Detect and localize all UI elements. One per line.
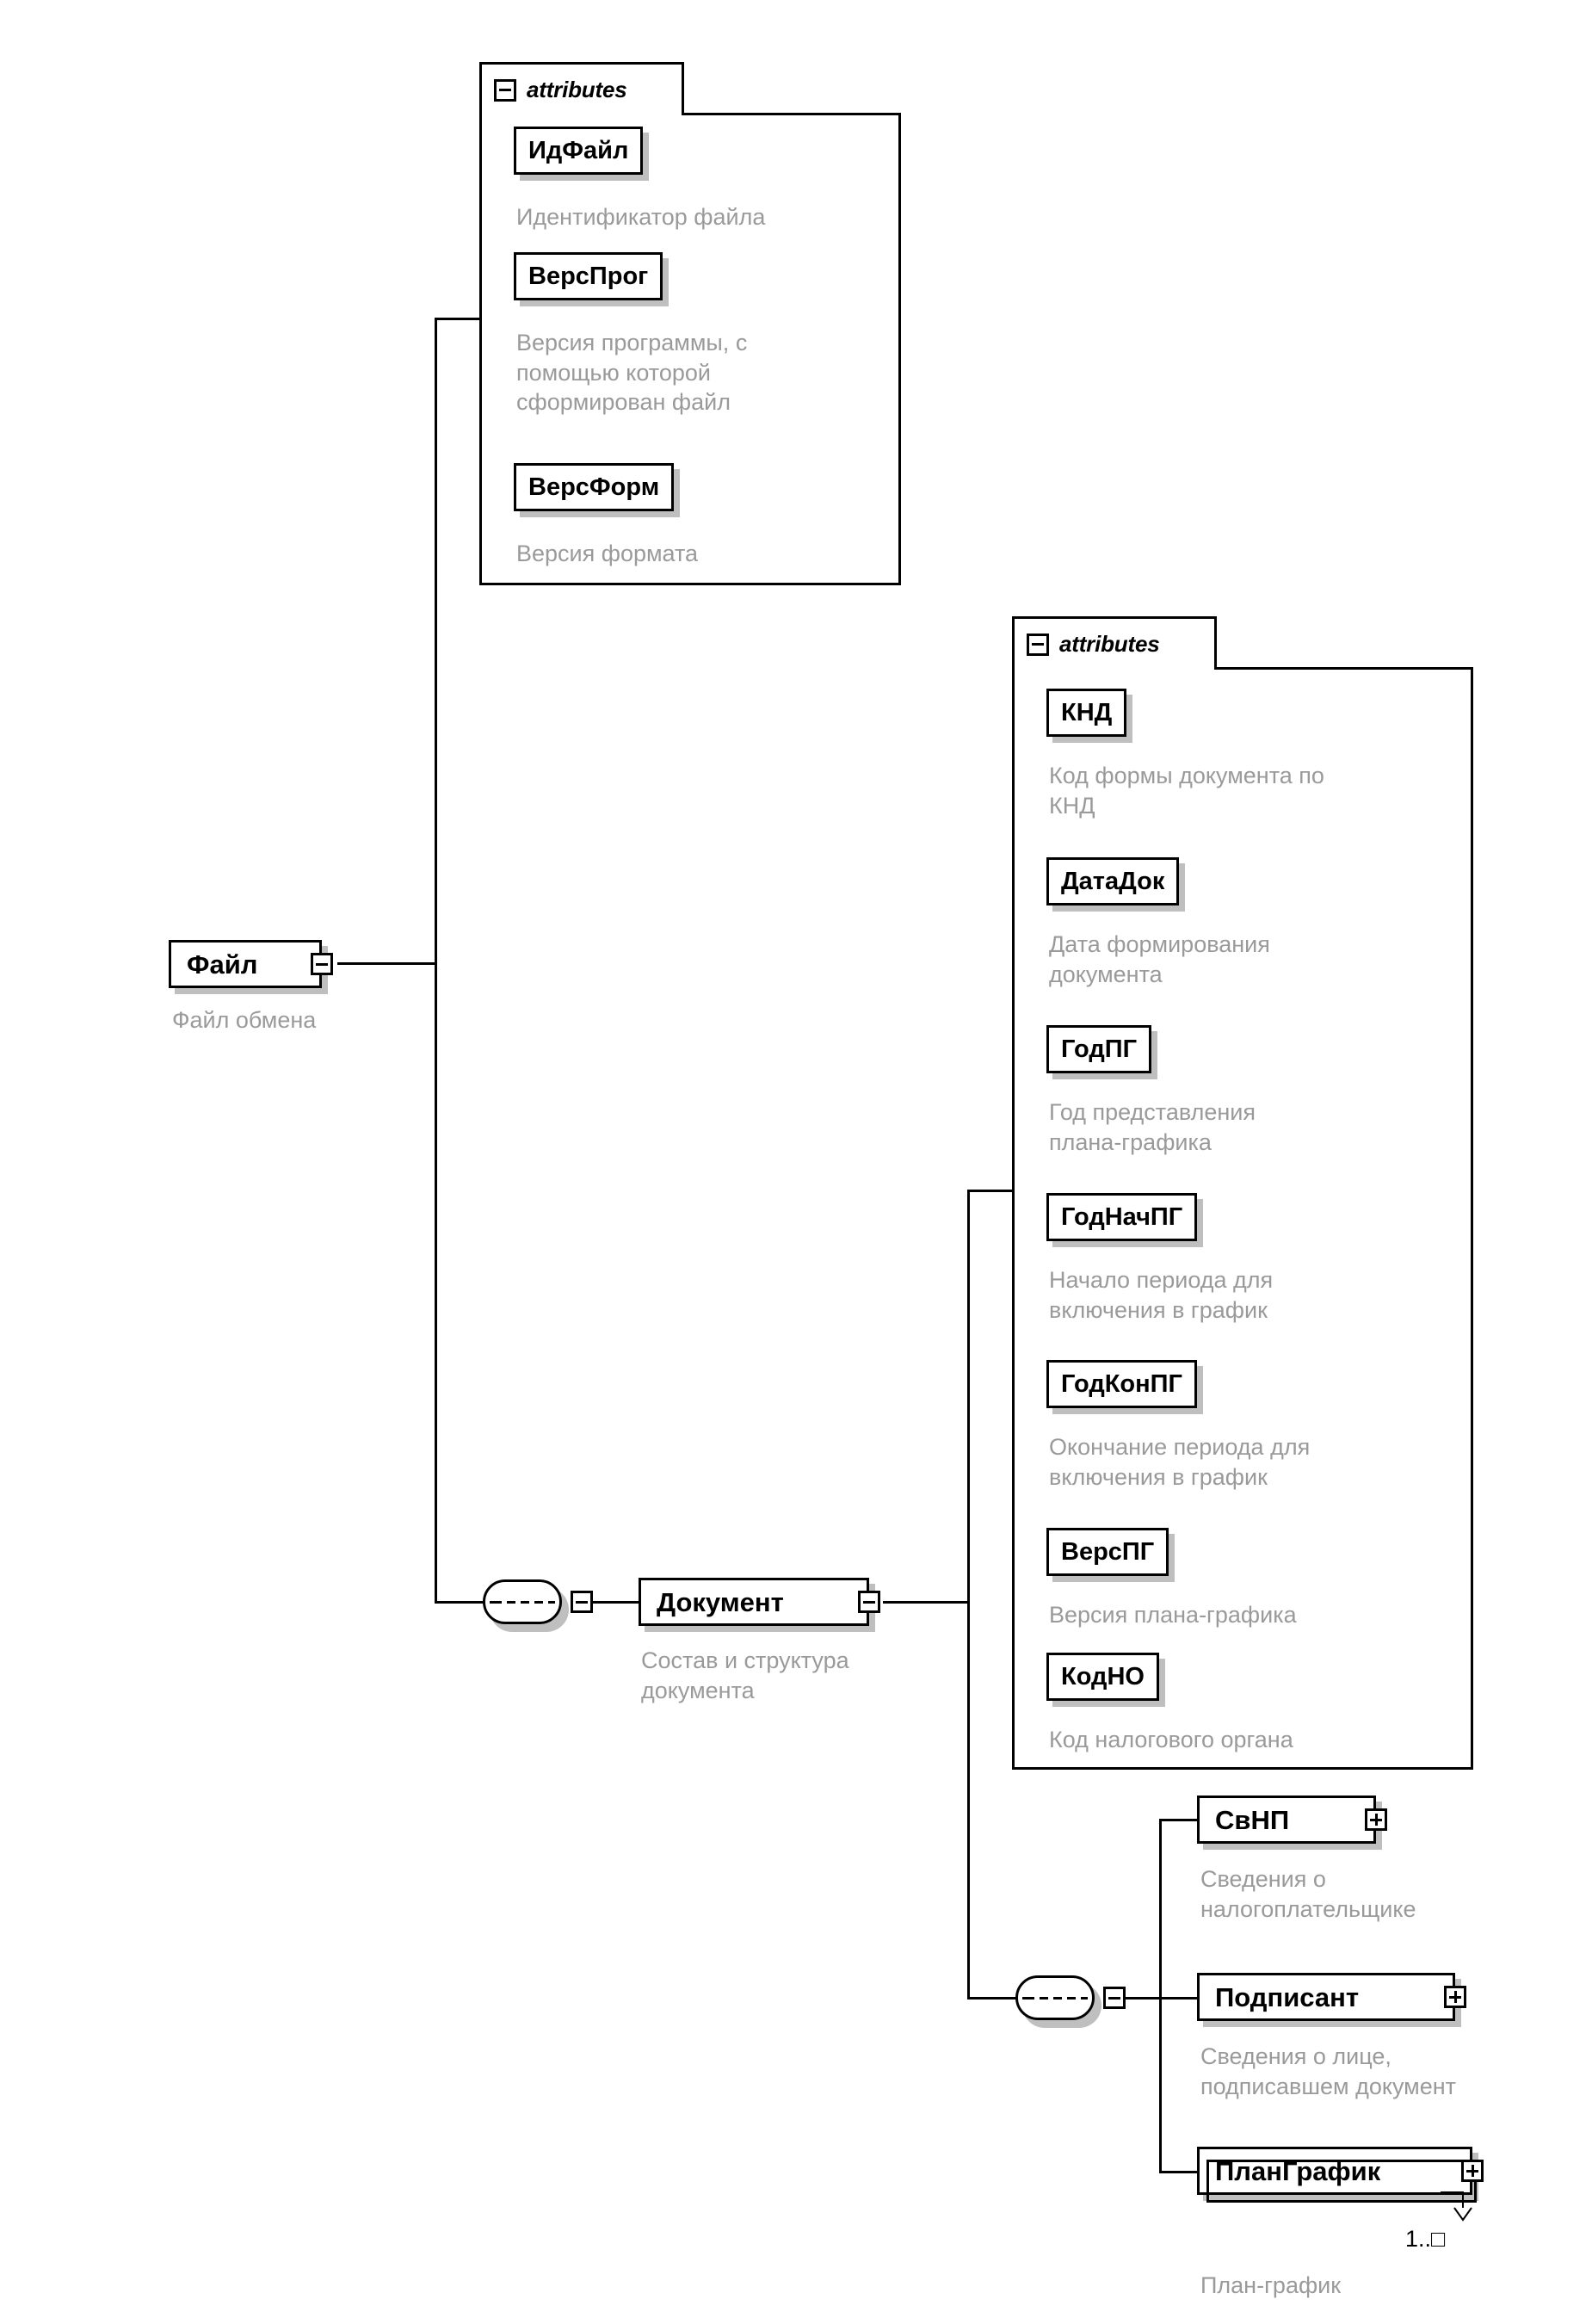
- attribute-versform[interactable]: ВерсФорм: [514, 463, 675, 511]
- connector-bus-to-svnp: [1159, 1819, 1199, 1821]
- node-plangrafik-cardinality: 1..□: [1405, 2226, 1446, 2252]
- connector-fail-trunk: [435, 318, 437, 1604]
- node-podpisant[interactable]: Подписант: [1197, 1973, 1466, 2021]
- root-attributes-tab[interactable]: attributes: [479, 62, 684, 115]
- attribute-versprog-label: ВерсПрог: [528, 262, 649, 290]
- attribute-versprog[interactable]: ВерсПрог: [514, 252, 663, 300]
- attribute-verspg-label: ВерсПГ: [1061, 1537, 1155, 1566]
- document-attributes-label: attributes: [1059, 631, 1160, 657]
- cardinality-arrow-icon: [1441, 2191, 1472, 2222]
- node-dokument-description: Состав и структура документа: [641, 1647, 849, 1703]
- attribute-idfail-label: ИдФайл: [528, 136, 629, 164]
- node-svnp-description: Сведения о налогоплательщике: [1200, 1866, 1416, 1922]
- node-plangrafik-label: ПланГрафик: [1215, 2155, 1381, 2186]
- attribute-godpg[interactable]: ГодПГ: [1046, 1025, 1152, 1073]
- attribute-versform-label: ВерсФорм: [528, 473, 660, 501]
- attribute-godnachpg-label: ГодНачПГ: [1061, 1202, 1183, 1231]
- connector-to-root-sequence: [435, 1601, 484, 1604]
- connector-to-doc-sequence: [967, 1997, 1017, 2000]
- connector-bus-to-podpisant: [1159, 1997, 1199, 2000]
- attribute-knd[interactable]: КНД: [1046, 689, 1127, 737]
- node-dokument[interactable]: Документ: [639, 1578, 880, 1626]
- minus-icon[interactable]: [1027, 633, 1049, 656]
- connector-dokument-right: [883, 1601, 969, 1604]
- sequence-dashed-line: [1022, 1996, 1088, 2000]
- connector-fail-right: [337, 962, 437, 965]
- document-attributes-tab[interactable]: attributes: [1012, 616, 1217, 670]
- attribute-datadok-label: ДатаДок: [1061, 867, 1165, 895]
- node-podpisant-description: Сведения о лице, подписавшем документ: [1200, 2043, 1457, 2099]
- connector-to-root-attributes: [435, 318, 486, 320]
- attribute-kodno-label: КодНО: [1061, 1662, 1145, 1690]
- attribute-kodno-description: Код налогового органа: [1049, 1727, 1293, 1752]
- sequence-connector-document[interactable]: [1015, 1975, 1126, 2020]
- minus-icon[interactable]: [571, 1591, 593, 1613]
- attribute-godkonpg-description: Окончание периода для включения в график: [1049, 1434, 1311, 1490]
- minus-icon[interactable]: [858, 1591, 880, 1613]
- attribute-idfail[interactable]: ИдФайл: [514, 127, 644, 175]
- attribute-godnachpg[interactable]: ГодНачПГ: [1046, 1193, 1198, 1241]
- attribute-verspg[interactable]: ВерсПГ: [1046, 1528, 1169, 1576]
- node-fail-label: Файл: [187, 949, 258, 980]
- attribute-idfail-description: Идентификатор файла: [516, 204, 766, 230]
- attribute-datadok[interactable]: ДатаДок: [1046, 857, 1180, 905]
- node-fail[interactable]: Файл: [169, 940, 333, 988]
- connector-dokument-trunk: [967, 1190, 970, 2000]
- connector-to-doc-attributes: [967, 1190, 1019, 1192]
- node-fail-description: Файл обмена: [172, 1007, 317, 1033]
- attribute-godkonpg-label: ГодКонПГ: [1061, 1369, 1182, 1398]
- attribute-datadok-description: Дата формирования документа: [1049, 931, 1270, 987]
- attribute-godkonpg[interactable]: ГодКонПГ: [1046, 1360, 1197, 1408]
- plus-icon[interactable]: [1365, 1808, 1387, 1831]
- connector-seq-to-bus: [1126, 1997, 1162, 2000]
- node-plangrafik[interactable]: ПланГрафик: [1197, 2147, 1484, 2203]
- node-plangrafik-description: План-график: [1200, 2272, 1342, 2298]
- attribute-godnachpg-description: Начало периода для включения в график: [1049, 1267, 1274, 1323]
- minus-icon[interactable]: [311, 953, 333, 975]
- attribute-kodno[interactable]: КодНО: [1046, 1653, 1159, 1701]
- attribute-knd-label: КНД: [1061, 698, 1113, 726]
- attribute-godpg-label: ГодПГ: [1061, 1035, 1138, 1063]
- connector-children-bus: [1159, 1819, 1162, 2173]
- minus-icon[interactable]: [494, 78, 516, 102]
- attribute-knd-description: Код формы документа по КНД: [1049, 763, 1324, 819]
- sequence-dashed-line: [490, 1600, 555, 1604]
- attribute-godpg-description: Год представления плана-графика: [1049, 1099, 1256, 1155]
- root-attributes-label: attributes: [527, 77, 627, 102]
- connector-bus-to-plangrafik: [1159, 2171, 1199, 2173]
- plus-icon[interactable]: [1444, 1986, 1466, 2008]
- attribute-versform-description: Версия формата: [516, 541, 699, 566]
- node-svnp-label: СвНП: [1215, 1804, 1290, 1835]
- sequence-connector-root[interactable]: [483, 1579, 593, 1624]
- attribute-verspg-description: Версия плана-графика: [1049, 1602, 1297, 1628]
- minus-icon[interactable]: [1103, 1987, 1126, 2009]
- node-svnp[interactable]: СвНП: [1197, 1796, 1387, 1844]
- node-dokument-label: Документ: [657, 1586, 784, 1617]
- attribute-versprog-description: Версия программы, с помощью которой сфор…: [516, 330, 748, 416]
- plus-icon[interactable]: [1461, 2160, 1484, 2182]
- node-podpisant-label: Подписант: [1215, 1981, 1360, 2012]
- connector-sequence-to-dokument: [592, 1601, 640, 1604]
